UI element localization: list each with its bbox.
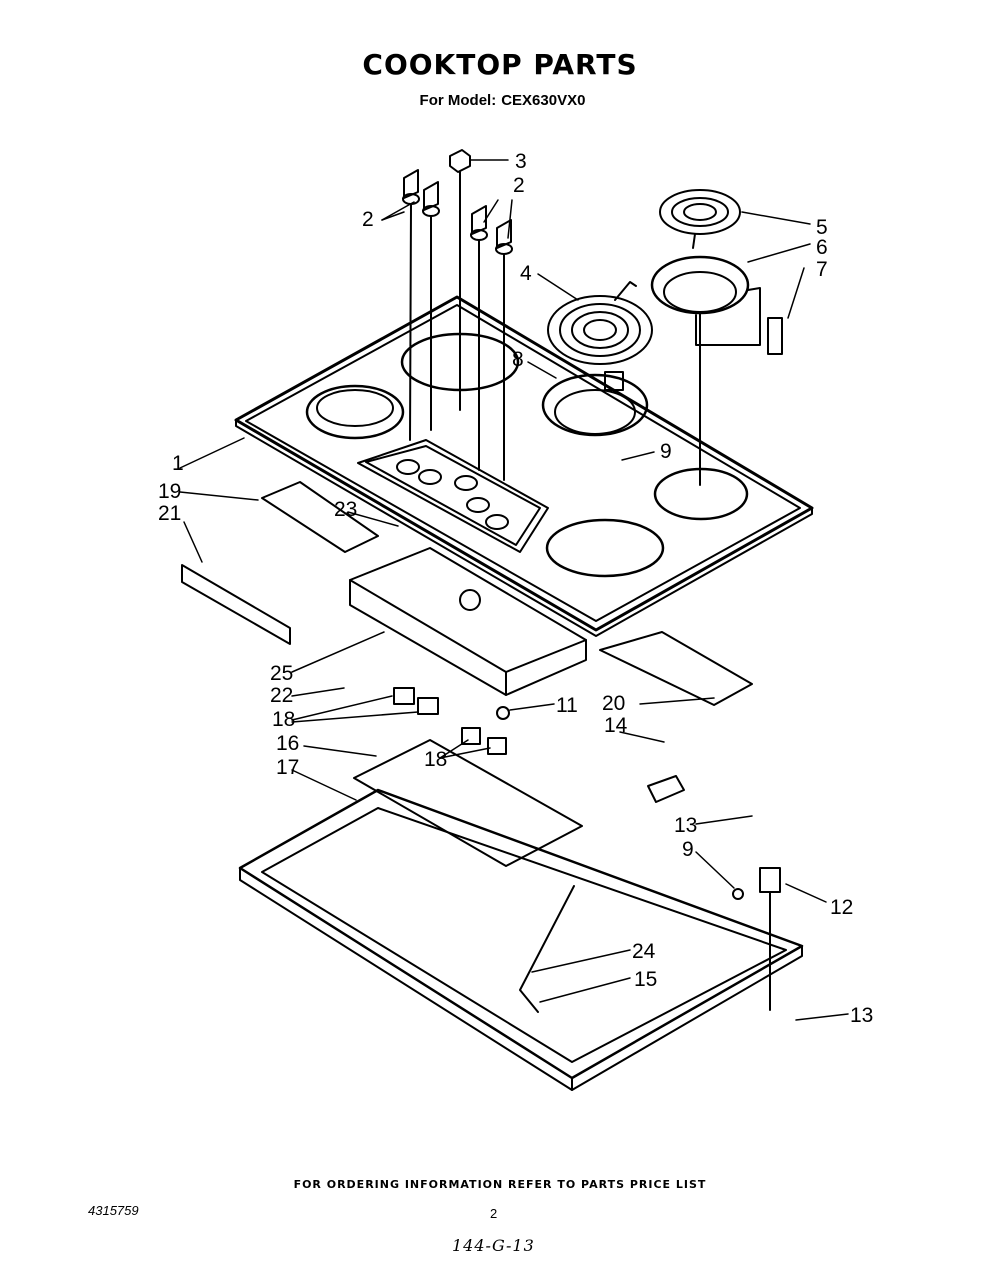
callout-24: 24 bbox=[632, 940, 656, 963]
callout-16: 16 bbox=[276, 732, 299, 755]
callout-18-right: 18 bbox=[424, 748, 447, 771]
cooktop-top bbox=[234, 295, 814, 637]
callout-25: 25 bbox=[270, 662, 293, 685]
callout-3: 3 bbox=[515, 150, 527, 173]
callout-9-lower: 9 bbox=[682, 838, 694, 861]
brackets bbox=[181, 481, 753, 706]
surface-element-large bbox=[547, 281, 653, 365]
callout-1: 1 bbox=[172, 452, 184, 475]
callout-15: 15 bbox=[634, 968, 657, 991]
callout-21: 21 bbox=[158, 502, 181, 525]
callout-20: 20 bbox=[602, 692, 625, 715]
callout-2-left: 2 bbox=[362, 208, 374, 231]
burner-opening-right-front bbox=[545, 518, 665, 578]
model-prefix: For Model: bbox=[419, 92, 497, 109]
callout-8: 8 bbox=[512, 348, 524, 371]
clip-14 bbox=[647, 775, 685, 803]
drip-bowl-8 bbox=[541, 371, 649, 437]
callout-12: 12 bbox=[830, 896, 853, 919]
callout-13-lower: 13 bbox=[850, 1004, 873, 1027]
bracket-20 bbox=[599, 631, 753, 706]
control-housing bbox=[349, 547, 587, 696]
callout-11: 11 bbox=[556, 694, 578, 717]
document-number: 4315759 bbox=[88, 1203, 139, 1218]
callout-18-left: 18 bbox=[272, 708, 295, 731]
callout-2-right: 2 bbox=[513, 174, 525, 197]
page-title: COOKTOP PARTS bbox=[362, 48, 638, 81]
leader-lines bbox=[179, 159, 849, 1021]
model-line: For Model:CEX630VX0 bbox=[0, 92, 1000, 109]
callout-14: 14 bbox=[604, 714, 628, 737]
switch-3 bbox=[449, 149, 471, 173]
control-recess bbox=[357, 439, 549, 553]
callout-23: 23 bbox=[334, 498, 357, 521]
knob-group bbox=[402, 149, 513, 481]
shield-16 bbox=[353, 739, 583, 867]
page-number: 2 bbox=[490, 1206, 498, 1221]
callout-labels: 1 2 2 3 4 5 6 7 8 9 9 11 12 13 13 14 15 … bbox=[158, 150, 873, 1027]
burner-opening-left-front bbox=[305, 384, 405, 440]
callout-5: 5 bbox=[816, 216, 828, 239]
callout-13-upper: 13 bbox=[674, 814, 697, 837]
lower-components bbox=[353, 687, 685, 867]
drip-bowl-6 bbox=[650, 255, 750, 486]
surface-element-small bbox=[659, 189, 741, 249]
callout-17: 17 bbox=[276, 756, 299, 779]
ordering-note: FOR ORDERING INFORMATION REFER TO PARTS … bbox=[293, 1178, 707, 1191]
model-number: CEX630VX0 bbox=[501, 92, 586, 109]
strip-21 bbox=[181, 564, 291, 645]
callout-7: 7 bbox=[816, 258, 828, 281]
callout-9-upper: 9 bbox=[660, 440, 672, 463]
callout-19: 19 bbox=[158, 480, 181, 503]
callout-4: 4 bbox=[520, 262, 532, 285]
handwritten-note: 144-G-13 bbox=[452, 1236, 535, 1255]
callout-22: 22 bbox=[270, 684, 293, 707]
bottom-pan bbox=[238, 788, 804, 1091]
callout-6: 6 bbox=[816, 236, 828, 259]
terminal-block-7 bbox=[695, 287, 783, 355]
